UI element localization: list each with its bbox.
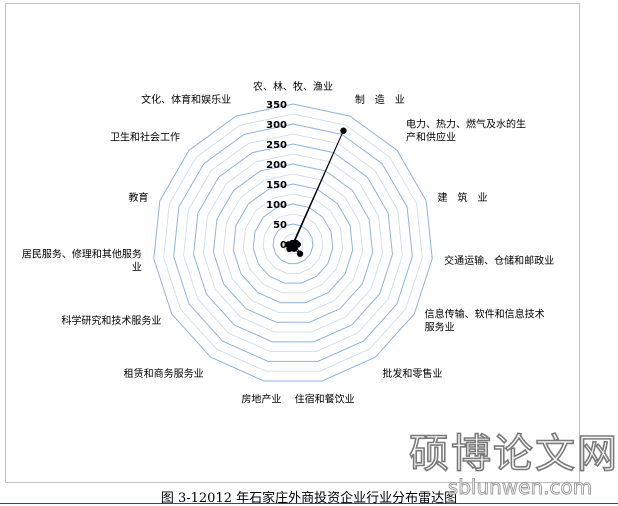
grid-ring-major: [272, 223, 314, 265]
radar-chart: 0 50 100 150 200 250 300 350 农、林、牧、渔业制 造 业电力、热力、…: [22, 80, 554, 406]
category-label: 卫生和社会工作: [110, 130, 180, 143]
grid-ring-major: [153, 103, 433, 382]
watermark-url-text: sblunwen.com: [448, 475, 592, 499]
grid-ring-major: [212, 163, 374, 323]
category-label: 电力、热力、燃气及水的生产和供应业: [406, 117, 526, 143]
chart-frame: 0 50 100 150 200 250 300 350 农、林、牧、渔业制 造 业电力、热力、…: [5, 3, 580, 483]
category-label: 交通运输、仓储和邮政业: [444, 254, 554, 267]
radial-tick-label: 0: [280, 240, 287, 251]
radial-tick-label: 350: [266, 100, 287, 111]
grid-ring-major: [173, 123, 413, 362]
radial-tick-label: 150: [266, 180, 287, 191]
category-label: 科学研究和技术服务业: [61, 314, 161, 327]
watermark-logo-text: 硕博论文网: [409, 431, 618, 477]
caption-underline: [0, 503, 618, 504]
radial-tick-label: 250: [266, 140, 287, 151]
category-label: 建 筑 业: [438, 191, 488, 204]
grid-ring-major: [252, 203, 334, 284]
category-label: 住宿和餐饮业: [295, 393, 355, 406]
category-label: 批发和零售业: [382, 367, 442, 380]
grid-ring-minor: [222, 173, 364, 313]
category-label: 租赁和商务服务业: [124, 367, 204, 380]
radial-tick-label: 300: [266, 120, 287, 131]
category-label: 房地产业: [241, 393, 281, 406]
grid-ring-major: [232, 183, 354, 304]
radial-tick-label: 100: [266, 200, 287, 211]
data-point: [340, 127, 347, 134]
figure-caption: 图 3-12012 年石家庄外商投资企业行业分布雷达图: [160, 491, 458, 506]
grid-ring-minor: [183, 133, 403, 352]
category-label: 农、林、牧、渔业: [253, 80, 333, 93]
grid-ring-minor: [163, 113, 423, 372]
grid-ring-minor: [262, 213, 324, 274]
data-point: [289, 240, 296, 247]
category-label: 居民服务、修理和其他服务业: [22, 247, 142, 273]
grid-ring-minor: [282, 233, 304, 255]
grid-ring-major: [193, 143, 393, 343]
category-label: 制 造 业: [355, 93, 405, 106]
radial-tick-label: 50: [273, 220, 287, 231]
category-label: 文化、体育和娱乐业: [141, 93, 231, 106]
data-point: [296, 250, 304, 257]
grid-ring-minor: [242, 193, 344, 294]
radial-tick-label: 200: [266, 160, 287, 171]
category-label: 教育: [128, 191, 148, 204]
category-label: 信息传输、软件和信息技术服务业: [425, 308, 545, 334]
grid-ring-minor: [203, 153, 383, 333]
